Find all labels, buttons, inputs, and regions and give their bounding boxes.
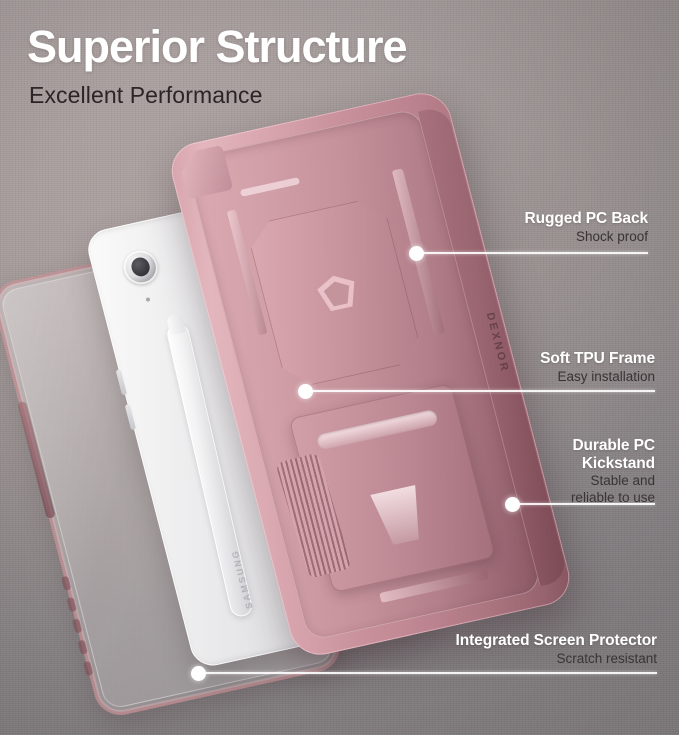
- protector-notch: [83, 660, 94, 677]
- callout-line-rugged-pc-back: [416, 252, 648, 254]
- callout-soft-tpu-frame: Soft TPU Frame Easy installation: [405, 350, 655, 385]
- callout-subtitle: Shock proof: [575, 228, 648, 244]
- callout-title: Soft TPU Frame: [540, 350, 655, 367]
- callout-line-integrated-screen-protector: [198, 672, 657, 674]
- armor-case: DEXNOR: [165, 87, 576, 661]
- callout-rugged-pc-back: Rugged PC Back Shock proof: [398, 210, 649, 245]
- microphone-icon: [145, 297, 151, 302]
- protector-notch: [77, 639, 88, 655]
- page-subtitle: Excellent Performance: [29, 82, 263, 108]
- protector-notch: [66, 597, 77, 613]
- callout-subtitle-line1: Stable and: [590, 473, 655, 489]
- callout-title-line2: Kickstand: [581, 454, 655, 472]
- dexnor-emblem-icon: [317, 275, 355, 312]
- callout-title-line1: Durable PC: [572, 437, 655, 454]
- callout-title: Rugged PC Back: [524, 210, 649, 227]
- protector-notch: [60, 575, 72, 591]
- callout-subtitle-line2: reliable to use: [570, 490, 655, 506]
- callout-subtitle: Scratch resistant: [556, 650, 657, 666]
- callout-subtitle: Easy installation: [557, 368, 655, 384]
- callout-line-durable-pc-kickstand: [512, 503, 655, 505]
- camera-lens-icon: [119, 247, 162, 288]
- callout-line-soft-tpu-frame: [305, 390, 655, 392]
- protector-notch: [72, 618, 83, 634]
- callout-integrated-screen-protector: Integrated Screen Protector Scratch resi…: [337, 632, 658, 667]
- callout-durable-pc-kickstand: Durable PC Kickstand Stable and reliable…: [405, 437, 655, 506]
- page-title: Superior Structure: [27, 21, 408, 72]
- callout-title: Integrated Screen Protector: [455, 632, 658, 649]
